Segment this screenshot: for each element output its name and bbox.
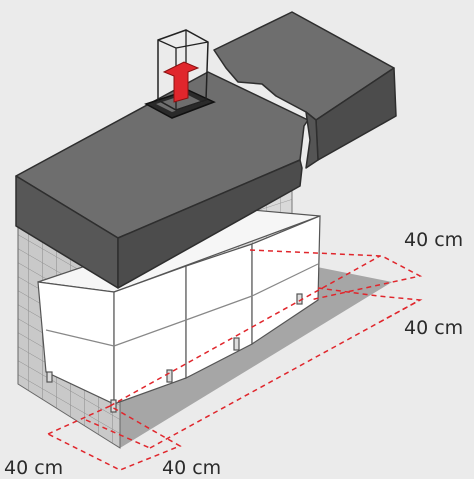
hood-side-left bbox=[117, 159, 303, 289]
extraction-hood bbox=[15, 11, 397, 289]
dimension-label-front-right: 40 cm bbox=[162, 457, 221, 479]
up-arrow-icon bbox=[162, 61, 200, 103]
dimension-label-back-upper: 40 cm bbox=[404, 229, 463, 251]
hood-top-right bbox=[213, 11, 395, 121]
dimension-label-back-lower: 40 cm bbox=[404, 317, 463, 339]
dimension-label-front-left: 40 cm bbox=[4, 457, 63, 479]
dimension-lines bbox=[47, 249, 423, 471]
